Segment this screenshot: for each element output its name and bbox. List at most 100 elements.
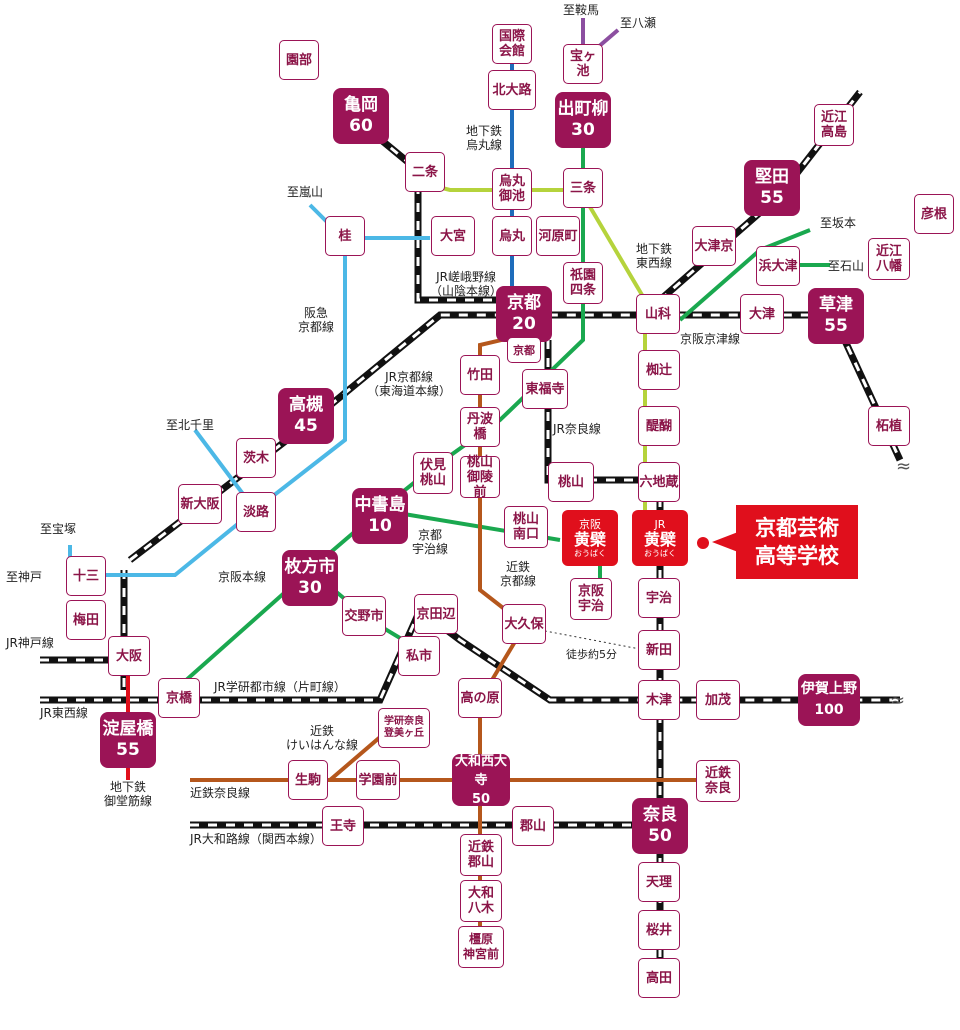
station-nara[interactable]: 奈良 50 xyxy=(632,798,688,854)
label-hankyu-line: 阪急 京都線 xyxy=(298,306,335,334)
label-kintetsu-kyoto-line: 近鉄 京都線 xyxy=(500,560,537,588)
label-walk-time: 徒歩約5分 xyxy=(566,648,617,661)
station-takeda[interactable]: 竹田 xyxy=(460,355,500,395)
station-kizu[interactable]: 木津 xyxy=(638,680,680,720)
school-location-marker xyxy=(697,537,709,549)
station-kintetsu-koriyama[interactable]: 近鉄 郡山 xyxy=(460,834,502,876)
station-kameoka[interactable]: 亀岡 60 xyxy=(333,88,389,144)
station-gakuenmae[interactable]: 学園前 xyxy=(356,760,400,800)
obaku-keihan-name: 黄檗 xyxy=(573,529,606,549)
station-takanohara[interactable]: 高の原 xyxy=(458,678,502,718)
station-yamato-yagi[interactable]: 大和 八木 xyxy=(460,880,502,922)
station-tsuge[interactable]: 柘植 xyxy=(868,406,910,446)
station-kyobashi[interactable]: 京橋 xyxy=(158,678,200,718)
label-jr-kyoto-line: JR京都線 （東海道本線） xyxy=(367,370,452,398)
station-katsura[interactable]: 桂 xyxy=(325,216,365,256)
station-otsu[interactable]: 大津 xyxy=(740,294,784,334)
label-to-kurama: 至鞍馬 xyxy=(563,3,600,17)
station-omi-hachiman[interactable]: 近江 八幡 xyxy=(868,238,910,280)
hankyu-line xyxy=(68,203,430,577)
station-momoyama[interactable]: 桃山 xyxy=(548,462,594,502)
station-omiya[interactable]: 大宮 xyxy=(431,216,475,256)
station-iga-ueno[interactable]: 伊賀上野 100 xyxy=(798,674,860,726)
station-hikone[interactable]: 彦根 xyxy=(914,194,954,234)
station-yodoyabashi[interactable]: 淀屋橋 55 xyxy=(100,712,156,768)
obaku-jr-name: 黄檗 xyxy=(643,529,676,549)
station-ibaraki[interactable]: 茨木 xyxy=(236,438,276,478)
station-kamo[interactable]: 加茂 xyxy=(696,680,740,720)
station-yamato-saidaiji[interactable]: 大和西大寺 50 xyxy=(452,754,510,807)
label-sagano-line: JR嵯峨野線 （山陰本線） xyxy=(430,270,503,298)
label-to-takarazuka: 至宝塚 xyxy=(40,522,77,536)
station-nagitsuji[interactable]: 椥辻 xyxy=(638,350,680,390)
station-katanoshi[interactable]: 交野市 xyxy=(342,596,386,636)
obaku-keihan-reading: おうばく xyxy=(574,548,606,558)
label-karasuma-line: 地下鉄 烏丸線 xyxy=(466,124,503,152)
station-shinden[interactable]: 新田 xyxy=(638,630,680,670)
station-takada[interactable]: 高田 xyxy=(638,958,680,998)
station-okubo[interactable]: 大久保 xyxy=(502,604,546,644)
label-jr-nara-line: JR奈良線 xyxy=(553,422,601,436)
station-kashiharajingumae[interactable]: 橿原 神宮前 xyxy=(458,926,504,968)
station-fushimi-momoyama[interactable]: 伏見 桃山 xyxy=(413,452,453,494)
station-kokusai-kaikan[interactable]: 国際 会館 xyxy=(492,24,532,64)
station-chushojima[interactable]: 中書島 10 xyxy=(352,488,408,544)
station-kitaoji[interactable]: 北大路 xyxy=(488,70,536,110)
station-karasuma-oike[interactable]: 烏丸 御池 xyxy=(492,168,532,210)
station-takaragaike[interactable]: 宝ヶ池 xyxy=(563,44,603,84)
school-callout-pointer xyxy=(712,532,738,552)
station-kyotanabe[interactable]: 京田辺 xyxy=(414,594,458,634)
station-rokujizo[interactable]: 六地蔵 xyxy=(638,462,680,502)
station-tenri[interactable]: 天理 xyxy=(638,862,680,902)
station-daigo[interactable]: 醍醐 xyxy=(638,406,680,446)
station-ikoma[interactable]: 生駒 xyxy=(288,760,328,800)
station-hamaotsu[interactable]: 浜大津 xyxy=(756,246,800,286)
station-obaku-jr[interactable]: JR 黄檗 おうばく xyxy=(632,510,688,566)
station-oji[interactable]: 王寺 xyxy=(322,806,364,846)
station-karasuma[interactable]: 烏丸 xyxy=(492,216,532,256)
station-yamashina[interactable]: 山科 xyxy=(636,294,680,334)
station-gion-shijo[interactable]: 祇園 四条 xyxy=(563,262,603,304)
station-tambabashi[interactable]: 丹波橋 xyxy=(460,407,500,447)
station-osaka[interactable]: 大阪 xyxy=(108,636,150,676)
station-gakken-nara-tomigaoka[interactable]: 学研奈良 登美ヶ丘 xyxy=(378,708,430,748)
station-kintetsu-nara[interactable]: 近鉄 奈良 xyxy=(696,760,740,802)
station-sakurai[interactable]: 桜井 xyxy=(638,910,680,950)
station-juso[interactable]: 十三 xyxy=(66,556,106,596)
station-obaku-keihan[interactable]: 京阪 黄檗 おうばく xyxy=(562,510,618,566)
station-keihan-uji[interactable]: 京阪 宇治 xyxy=(570,578,612,620)
label-kintetsu-nara-line: 近鉄奈良線 xyxy=(190,786,251,800)
station-momoyama-goryomae[interactable]: 桃山 御陵前 xyxy=(460,455,500,500)
station-kyoto[interactable]: 京都 20 xyxy=(496,286,552,342)
label-jr-tozai-line: JR東西線 xyxy=(40,706,88,720)
station-otsukyo[interactable]: 大津京 xyxy=(692,226,736,266)
label-keishin-line: 京阪京津線 xyxy=(680,332,741,346)
label-keihan-main-line: 京阪本線 xyxy=(218,570,267,584)
school-label[interactable]: 京都芸術 高等学校 xyxy=(736,505,858,579)
station-kawaramachi[interactable]: 河原町 xyxy=(536,216,580,256)
station-hirakatashi[interactable]: 枚方市 30 xyxy=(282,550,338,606)
station-nijo[interactable]: 二条 xyxy=(405,152,445,192)
station-shin-osaka[interactable]: 新大阪 xyxy=(178,484,222,524)
station-kyoto-kintetsu[interactable]: 京都 xyxy=(507,337,541,363)
station-tofukuji[interactable]: 東福寺 xyxy=(522,369,568,409)
station-koriyama[interactable]: 郡山 xyxy=(512,806,554,846)
station-kisaichi[interactable]: 私市 xyxy=(398,636,440,676)
label-to-ishiyama: 至石山 xyxy=(828,259,865,273)
station-katata[interactable]: 堅田 55 xyxy=(744,160,800,216)
station-uji[interactable]: 宇治 xyxy=(638,578,680,618)
walk-path xyxy=(539,629,646,651)
station-demachiyanagi[interactable]: 出町柳 30 xyxy=(555,92,611,148)
obaku-jr-line: JR xyxy=(654,517,666,531)
station-umeda[interactable]: 梅田 xyxy=(66,600,106,640)
station-momoyama-minamiguchi[interactable]: 桃山 南口 xyxy=(504,506,548,548)
station-sanjo[interactable]: 三条 xyxy=(563,168,603,208)
station-awaji[interactable]: 淡路 xyxy=(236,492,276,532)
label-to-kobe: 至神戸 xyxy=(6,570,43,584)
station-kusatsu[interactable]: 草津 55 xyxy=(808,288,864,344)
station-takatsuki[interactable]: 高槻 45 xyxy=(278,388,334,444)
station-omi-takashima[interactable]: 近江 高島 xyxy=(814,104,854,146)
station-sonobe[interactable]: 園部 xyxy=(279,40,319,80)
obaku-jr-reading: おうばく xyxy=(644,548,676,558)
